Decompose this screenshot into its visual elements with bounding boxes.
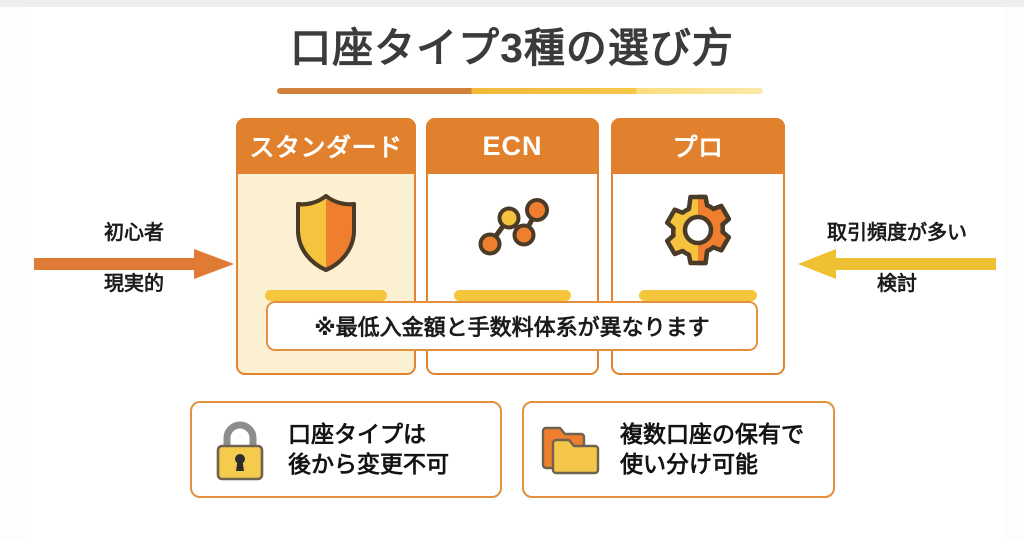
- arrow-left-icon: [798, 249, 996, 279]
- footer-note-folders-line1: 複数口座の保有で: [620, 421, 804, 448]
- top-edge-strip: [0, 0, 1024, 7]
- card-divider-bar-standard: [265, 290, 387, 301]
- page-title: 口座タイプ3種の選び方: [290, 25, 734, 71]
- note-text: ※最低入金額と手数料体系が異なります: [314, 315, 710, 340]
- card-header-standard: スタンダード: [236, 118, 416, 174]
- card-body-pro: [613, 176, 783, 373]
- footer-note-folders: 複数口座の保有で 使い分け可能: [522, 401, 835, 498]
- card-divider-bar-pro: [639, 290, 757, 301]
- arrow-label-frequency-bottom: 検討: [877, 273, 917, 295]
- card-header-ecn: ECN: [426, 118, 599, 174]
- arrow-group-beginner: 初心者 現実的: [34, 216, 234, 296]
- card-body-ecn: [428, 176, 597, 373]
- gear-icon: [613, 192, 783, 268]
- arrow-label-frequency-top: 取引頻度が多い: [827, 222, 967, 244]
- footer-note-folders-line2: 使い分け可能: [620, 450, 758, 477]
- arrow-label-beginner-bottom: 現実的: [104, 273, 164, 295]
- footer-note-lock: 口座タイプは 後から変更不可: [190, 401, 502, 498]
- shield-icon: [238, 192, 414, 274]
- note-box: ※最低入金額と手数料体系が異なります: [266, 301, 758, 351]
- arrow-label-beginner-top: 初心者: [104, 222, 164, 244]
- arrow-group-frequency: 取引頻度が多い 検討: [798, 216, 996, 296]
- left-edge-wash: [0, 7, 26, 541]
- folders-icon: [524, 419, 620, 481]
- footer-note-lock-line2: 後から変更不可: [288, 450, 449, 477]
- title-underline: [277, 88, 763, 94]
- card-header-pro: プロ: [611, 118, 785, 174]
- lock-icon: [192, 417, 288, 483]
- line-chart-icon: [428, 192, 597, 260]
- footer-note-lock-line1: 口座タイプは: [288, 421, 426, 448]
- footer-note-folders-text: 複数口座の保有で 使い分け可能: [620, 420, 804, 479]
- card-body-standard: [238, 176, 414, 373]
- arrow-right-icon: [34, 249, 234, 279]
- card-divider-bar-ecn: [454, 290, 571, 301]
- footer-note-lock-text: 口座タイプは 後から変更不可: [288, 420, 449, 479]
- right-edge-wash: [1004, 7, 1024, 541]
